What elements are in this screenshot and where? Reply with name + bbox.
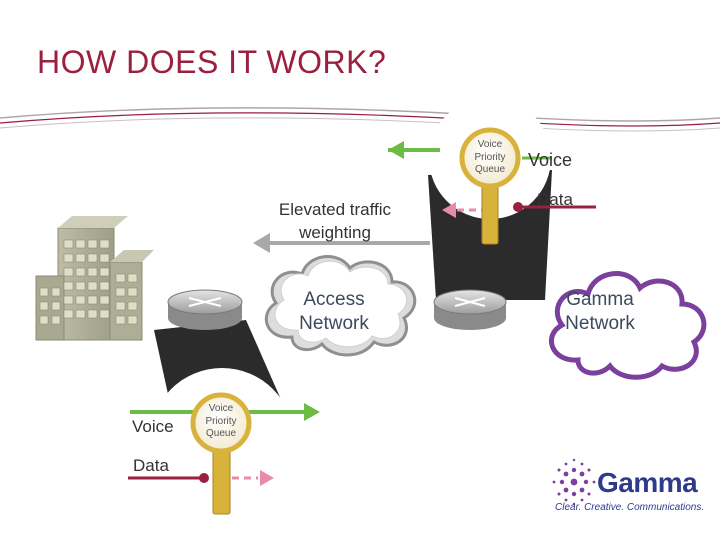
gamma-logo-wordmark: Gamma <box>597 467 698 498</box>
top-voice-priority-lens <box>388 97 596 245</box>
access-router-icon <box>167 289 243 330</box>
top-queue-line-2: Priority <box>474 151 506 163</box>
page-title: HOW DOES IT WORK? <box>37 44 387 80</box>
header-swoosh <box>0 107 720 132</box>
elevated-traffic-arrow <box>253 233 430 253</box>
gamma-line-1: Gamma <box>566 289 634 310</box>
elevated-traffic-label: Elevated traffic weighting <box>266 198 404 244</box>
access-network-label: Access Network <box>284 288 384 336</box>
elevated-line-2: weighting <box>299 223 371 242</box>
access-line-1: Access <box>303 289 365 310</box>
office-building-icon <box>35 216 154 341</box>
top-voice-label: Voice <box>528 150 573 170</box>
access-network-cloud <box>264 255 417 357</box>
bottom-queue-line-1: Voice <box>208 403 234 414</box>
bottom-data-label: Data <box>133 456 169 475</box>
access-line-2: Network <box>299 313 369 334</box>
top-queue-line-3: Queue <box>474 164 506 175</box>
elevated-line-1: Elevated traffic <box>278 200 392 219</box>
gamma-logo-icon <box>552 458 596 506</box>
gamma-network-label: Gamma Network <box>548 288 652 336</box>
top-queue-line-1: Voice <box>477 139 503 150</box>
top-voice-priority-queue-label: Voice Priority Queue <box>466 139 514 177</box>
bottom-voice-priority-lens <box>128 368 320 515</box>
bottom-queue-line-3: Queue <box>205 428 237 439</box>
top-data-label: Data <box>537 190 573 209</box>
bottom-voice-priority-queue-label: Voice Priority Queue <box>197 403 245 441</box>
gamma-router-icon <box>433 289 507 330</box>
gamma-logo-tagline: Clear. Creative. Communications. <box>555 502 705 513</box>
gamma-line-2: Network <box>565 313 635 334</box>
bottom-voice-label: Voice <box>132 417 174 436</box>
gamma-network-cloud <box>548 271 707 380</box>
bottom-queue-line-2: Priority <box>205 415 237 427</box>
